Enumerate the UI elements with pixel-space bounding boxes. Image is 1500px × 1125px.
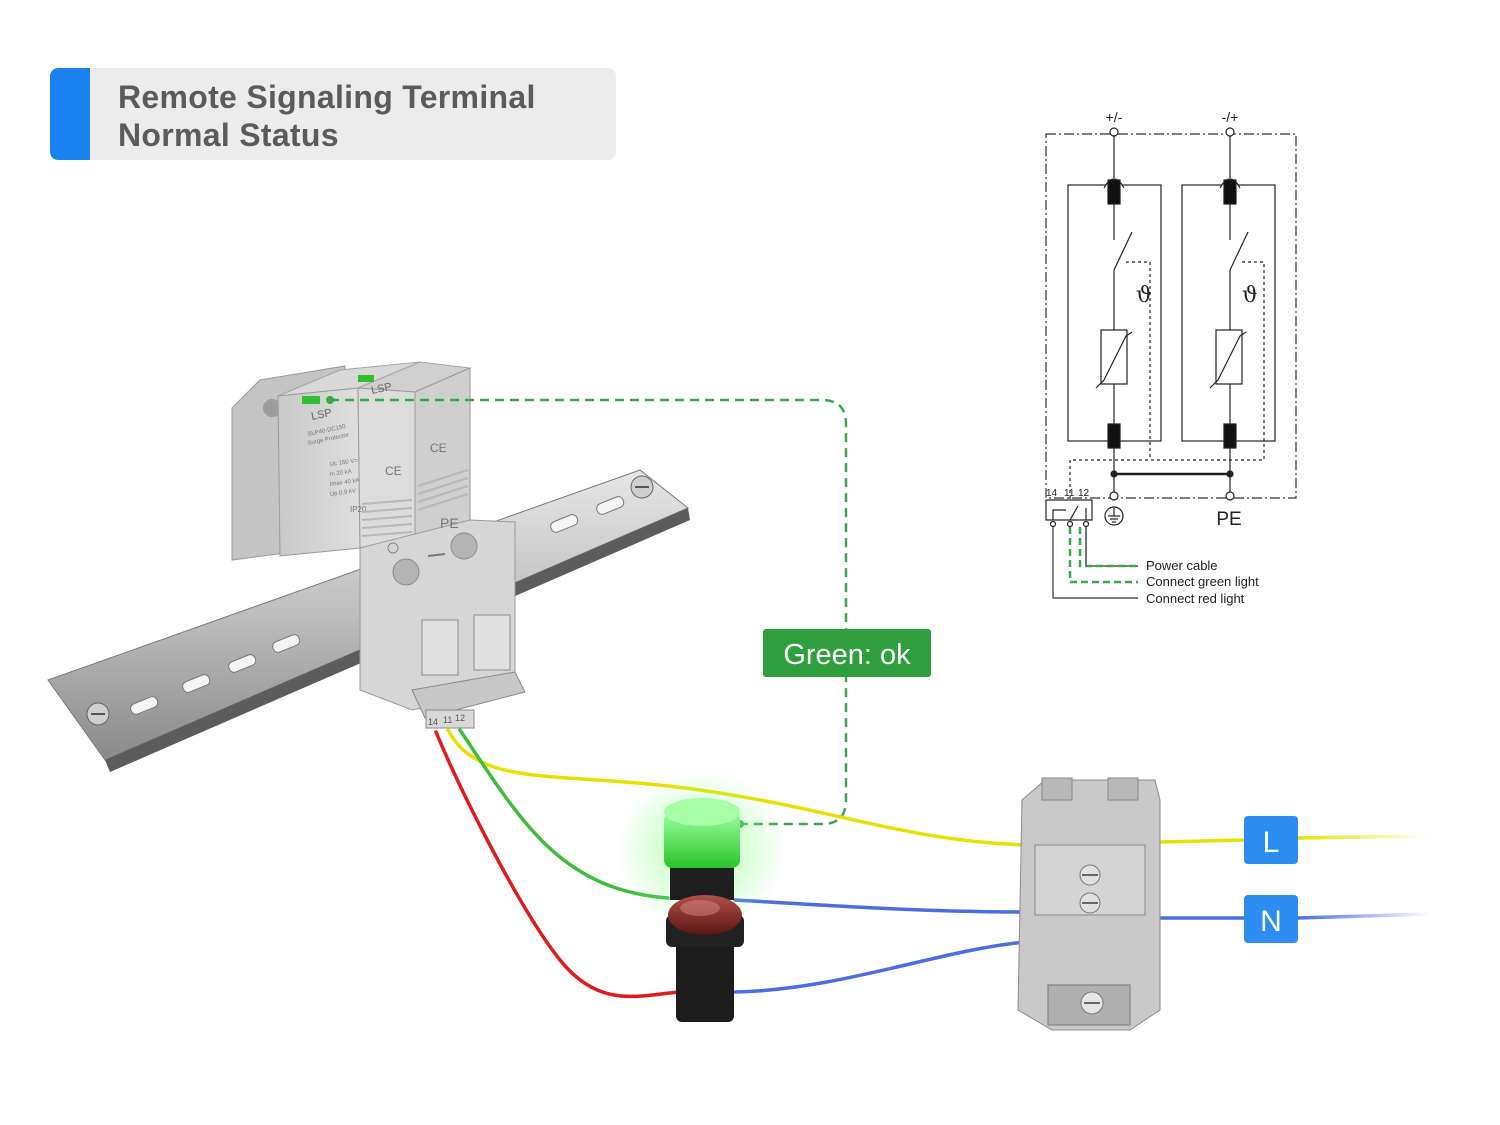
status-window-green bbox=[358, 375, 374, 382]
page-title: Remote Signaling Terminal Normal Status bbox=[118, 78, 536, 154]
legend-power-cable: Power cable bbox=[1146, 558, 1218, 573]
status-callout-text: Green: ok bbox=[783, 639, 911, 671]
signal-path-dashed bbox=[330, 398, 848, 826]
pe-label: PE bbox=[440, 515, 459, 531]
brand-label: LSP bbox=[310, 407, 333, 423]
ce-mark: CE bbox=[430, 441, 447, 455]
status-callout: Green: ok bbox=[763, 629, 931, 677]
wire-blue bbox=[733, 898, 1027, 914]
remote-terminal-block bbox=[411, 671, 526, 719]
terminal-12: 12 bbox=[455, 713, 465, 723]
terminal-screw-icon bbox=[450, 532, 478, 560]
terminal-11: 11 bbox=[443, 715, 452, 725]
title-box: Remote Signaling Terminal Normal Status bbox=[50, 68, 616, 160]
badge-L: L bbox=[1244, 816, 1298, 864]
status-window-green bbox=[302, 396, 320, 404]
ground-symbol-icon bbox=[1104, 506, 1124, 526]
badge-N-text: N bbox=[1260, 905, 1282, 938]
thermal-symbol: ϑ bbox=[1136, 283, 1152, 308]
schematic-top-right-label: -/+ bbox=[1222, 109, 1239, 125]
signal-start-dot bbox=[326, 396, 334, 404]
schematic-pe-label: PE bbox=[1216, 509, 1241, 530]
legend-red-light: Connect red light bbox=[1146, 591, 1245, 606]
ip-rating: IP20 bbox=[350, 505, 367, 514]
wire-red bbox=[434, 730, 682, 999]
wire-blue bbox=[733, 940, 1027, 994]
circuit-schematic: +/- -/+ ϑ ϑ bbox=[1045, 109, 1297, 606]
title-line-1: Remote Signaling Terminal bbox=[118, 79, 536, 115]
terminal-block bbox=[1017, 777, 1161, 1031]
terminal-screw-icon bbox=[392, 558, 420, 586]
wire-green bbox=[458, 728, 670, 900]
spec-line: In 20 kA bbox=[329, 469, 352, 478]
schematic-channel-right bbox=[1181, 184, 1276, 442]
schematic-terminal-14: 14 bbox=[1046, 488, 1058, 499]
remote-contact-box bbox=[1045, 499, 1093, 521]
schematic-top-left-label: +/- bbox=[1106, 109, 1123, 125]
schematic-terminal-12: 12 bbox=[1078, 488, 1090, 499]
red-indicator-light bbox=[666, 895, 744, 1022]
green-indicator-light bbox=[617, 770, 787, 930]
spec-line: Imax 40 kA bbox=[329, 478, 360, 488]
ce-mark: CE bbox=[385, 464, 402, 478]
schematic-terminal-11: 11 bbox=[1064, 488, 1075, 499]
badge-L-text: L bbox=[1263, 826, 1280, 859]
brand-label: LSP bbox=[370, 381, 393, 397]
terminal-14: 14 bbox=[428, 717, 438, 727]
thermal-symbol: ϑ bbox=[1242, 283, 1258, 308]
surge-protector: LSP LSP SLP40-DC150 Surge Protector Uc 1… bbox=[231, 361, 526, 729]
title-line-2: Normal Status bbox=[118, 117, 339, 153]
spec-line: Uc 150 V= bbox=[329, 458, 358, 468]
varistor-left bbox=[1100, 329, 1128, 385]
ground-symbol-icon bbox=[387, 542, 399, 554]
badge-N: N bbox=[1244, 895, 1298, 943]
spec-line: Up 0.9 kV bbox=[329, 488, 356, 498]
title-accent-bar bbox=[50, 68, 90, 160]
legend-green-light: Connect green light bbox=[1146, 574, 1259, 589]
